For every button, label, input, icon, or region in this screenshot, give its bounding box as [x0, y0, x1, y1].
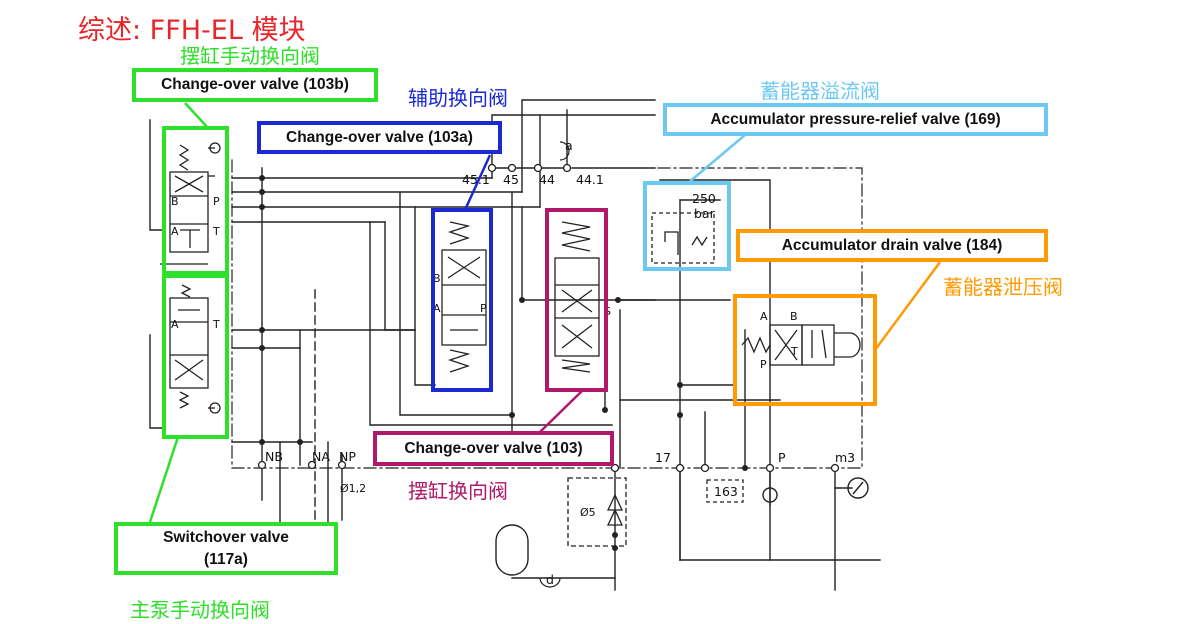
- frame-103b: [162, 126, 229, 275]
- callout-changeover-103b: Change-over valve (103b): [132, 68, 378, 102]
- port-p-main: P: [778, 450, 786, 465]
- valve-163-box: [706, 479, 744, 503]
- frame-117a: [162, 274, 229, 439]
- label-accumulator-overflow: 蓄能器溢流阀: [760, 79, 880, 103]
- accumulator-symbol: [495, 524, 529, 576]
- port-44-1: 44.1: [576, 172, 604, 187]
- label-main-pump-manual-changeover: 主泵手动换向阀: [130, 598, 270, 622]
- port-t: T: [212, 225, 220, 238]
- orifice-12: Ø1,2: [340, 482, 366, 495]
- port-b: B: [171, 195, 179, 208]
- callout-switchover-117a-line2: (117a): [204, 550, 248, 568]
- port-p-103a: P: [480, 302, 487, 315]
- port-a-103a: A: [433, 302, 441, 315]
- label-accumulator-drain: 蓄能器泄压阀: [943, 275, 1063, 299]
- port-na: NA: [312, 449, 330, 464]
- frame-103: [545, 208, 608, 392]
- frame-184: [733, 294, 877, 406]
- relief-pressure: 250: [692, 191, 716, 206]
- label-auxiliary-changeover: 辅助换向阀: [408, 86, 508, 110]
- port-m3: m3: [835, 450, 855, 465]
- orifice-5-box: [567, 477, 627, 547]
- callout-switchover-117a: Switchover valve (117a): [114, 522, 338, 575]
- module-boundary: [231, 159, 863, 469]
- port-p: P: [213, 195, 220, 208]
- valve-103b-symbol: [160, 144, 215, 265]
- port-t-117: T: [212, 318, 220, 331]
- port-np: NP: [339, 449, 356, 464]
- port-a-184: A: [760, 310, 768, 323]
- valve-169-symbol: [651, 212, 715, 264]
- label-a: a: [565, 138, 573, 153]
- gauge-icon: [847, 477, 869, 499]
- port-b-103a: B: [433, 272, 441, 285]
- port-a-117: A: [171, 318, 179, 331]
- port-b-184: B: [790, 310, 798, 323]
- label-d: d: [546, 572, 554, 587]
- port-45: 45: [503, 172, 519, 187]
- port-163: 163: [714, 484, 738, 499]
- port-44: 44: [539, 172, 555, 187]
- valve-103-symbol: [554, 221, 600, 373]
- port-45-1: 45.1: [462, 172, 490, 187]
- label-cylinder-manual-changeover: 摆缸手动换向阀: [180, 44, 320, 68]
- label-cylinder-changeover: 摆缸换向阀: [408, 479, 508, 503]
- callout-changeover-103a: Change-over valve (103a): [257, 121, 502, 154]
- callout-switchover-117a-line1: Switchover valve: [163, 528, 289, 546]
- port-17: 17: [655, 450, 671, 465]
- frame-103a: [431, 208, 493, 392]
- valve-103a-symbol: [441, 221, 487, 373]
- port-t-184: T: [790, 345, 798, 358]
- page-title: 综述: FFH-EL 模块: [78, 15, 306, 46]
- port-a: A: [171, 225, 179, 238]
- left-stack-frame: [149, 119, 166, 231]
- callout-changeover-103: Change-over valve (103): [373, 431, 614, 466]
- orifice-5: Ø5: [580, 506, 596, 519]
- port-p-184: P: [760, 358, 767, 371]
- valve-184-symbol: [741, 324, 861, 366]
- relief-unit: bar: [694, 206, 716, 221]
- callout-drain-184: Accumulator drain valve (184): [736, 229, 1048, 262]
- callout-relief-169: Accumulator pressure-relief valve (169): [663, 103, 1048, 136]
- port-nb: NB: [265, 449, 283, 464]
- frame-169: [643, 181, 731, 271]
- valve-117a-symbol: [169, 284, 215, 409]
